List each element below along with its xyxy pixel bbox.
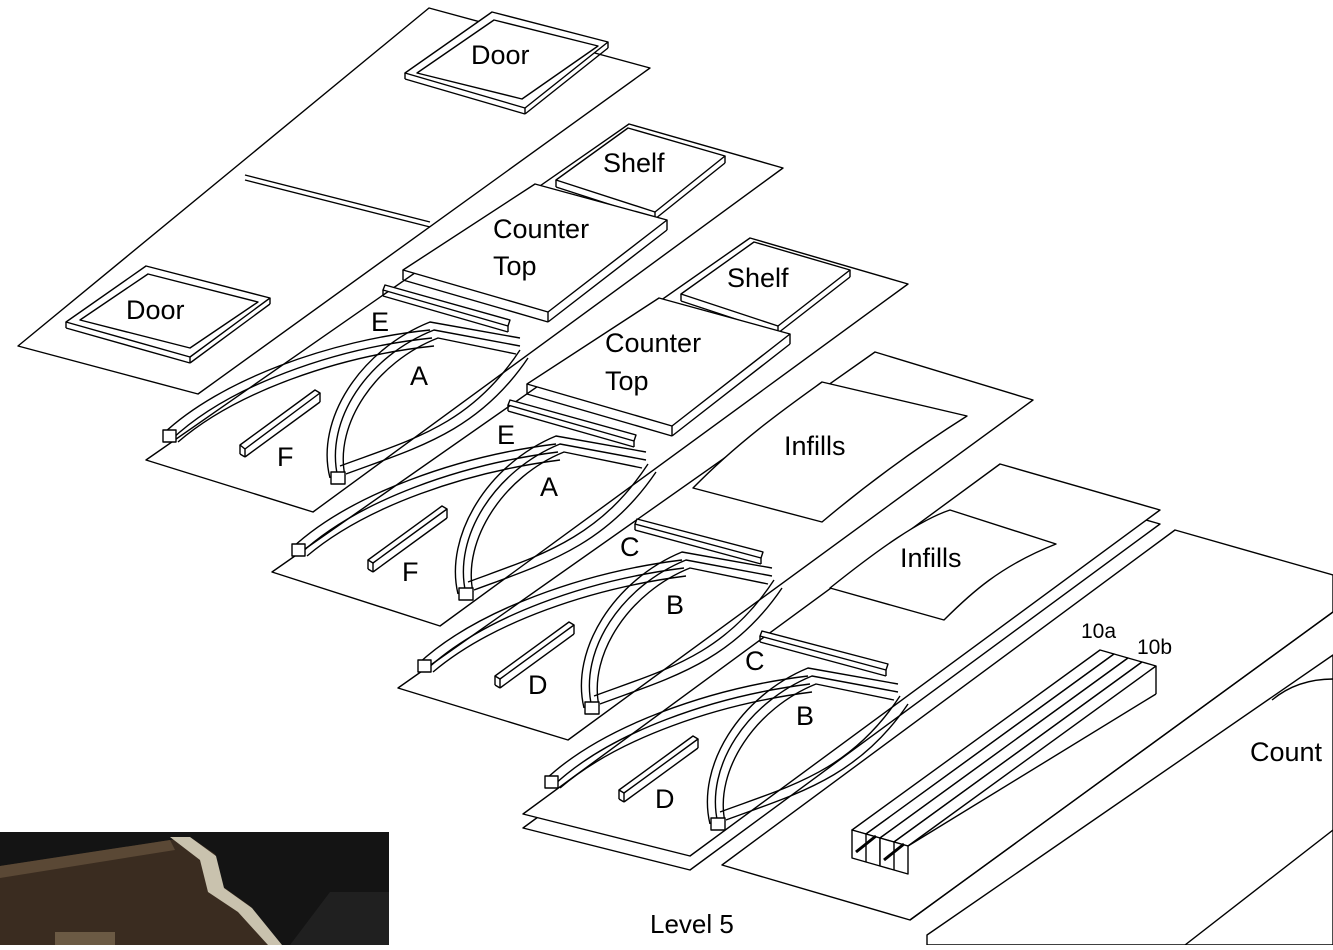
label-door-top: Door <box>471 40 530 70</box>
label-level: Level 5 <box>650 909 734 939</box>
door-sheet <box>17 7 651 395</box>
label-infills-1: Infills <box>784 431 846 461</box>
part-b-end-2 <box>417 659 432 673</box>
label-part-10b: 10b <box>1137 636 1172 659</box>
label-part-a-2: A <box>540 472 558 502</box>
label-part-a-1: A <box>410 361 428 391</box>
label-part-c-2: C <box>745 646 765 676</box>
label-part-f-1: F <box>277 442 294 472</box>
door-frame-left <box>65 265 271 364</box>
part-a-end-3 <box>458 587 474 601</box>
part-b-end-3 <box>710 817 726 831</box>
label-part-d-1: D <box>528 670 548 700</box>
label-infills-2: Infills <box>900 543 962 573</box>
parts-sheet-1 <box>145 123 784 513</box>
photo-drawing <box>0 832 389 945</box>
part-a-end-2 <box>162 429 177 443</box>
label-counter-1-line1: Counter <box>493 214 589 244</box>
infill-piece-1 <box>692 381 968 523</box>
part-b-arch-1 <box>417 551 783 709</box>
label-part-e-2: E <box>497 420 515 450</box>
parts-sheet-5 <box>721 529 1333 946</box>
label-counter-2-line2: Top <box>605 366 649 396</box>
part-c-bar-2 <box>759 630 889 671</box>
reference-photo <box>0 832 389 945</box>
part-a-end-4 <box>291 543 306 557</box>
label-door-left: Door <box>126 295 185 325</box>
part-e-bar-2 <box>507 399 637 442</box>
label-counter-2-line1: Counter <box>605 328 701 358</box>
part-a-arch-1 <box>162 321 529 479</box>
label-part-b-2: B <box>796 701 814 731</box>
part-b-arch-2 <box>544 667 909 825</box>
parts-sheet-3 <box>397 351 1034 741</box>
label-part-b-1: B <box>666 590 684 620</box>
label-part-f-2: F <box>402 557 419 587</box>
part-b-end-1 <box>584 701 600 715</box>
label-counter-cut: Count <box>1250 737 1323 767</box>
part-a-end-1 <box>330 471 346 485</box>
label-part-e-1: E <box>371 307 389 337</box>
part-b-end-4 <box>544 775 559 789</box>
part-e-bar-1 <box>382 284 511 327</box>
part-c-bar-1 <box>634 518 764 559</box>
parts-sheet-4 <box>522 463 1161 871</box>
infill-piece-2 <box>829 509 1057 621</box>
label-part-d-2: D <box>655 784 675 814</box>
bars-10a-10b <box>851 649 1157 875</box>
label-counter-1-line2: Top <box>493 251 537 281</box>
part-a-arch-2 <box>291 435 657 595</box>
label-shelf-1: Shelf <box>603 148 665 178</box>
label-part-c-1: C <box>620 532 640 562</box>
label-shelf-2: Shelf <box>727 263 789 293</box>
label-part-10a: 10a <box>1081 620 1116 643</box>
parts-sheet-2 <box>271 237 909 627</box>
door-frame-top <box>404 11 609 115</box>
